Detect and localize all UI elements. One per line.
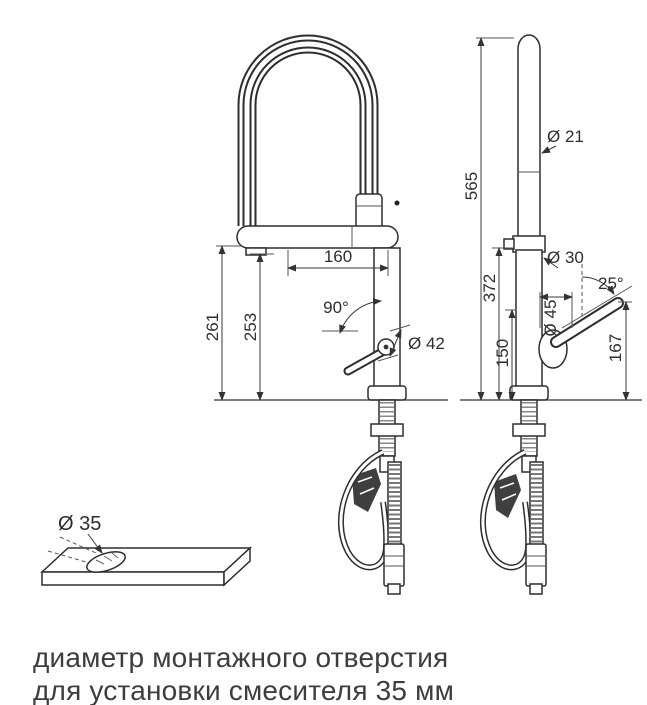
side-under-deck-hardware xyxy=(479,399,547,595)
release-button xyxy=(394,200,400,206)
dim-dia-42: Ø 42 xyxy=(408,334,445,353)
mounting-clip-front xyxy=(352,468,381,512)
base-flange-side xyxy=(509,385,549,401)
spout-outlet xyxy=(245,247,267,256)
dim-dia-30: Ø 30 xyxy=(547,248,584,267)
hose-connector-side xyxy=(525,543,547,587)
dim-261: 261 xyxy=(203,313,222,341)
spout-tube-side xyxy=(517,34,541,241)
ribbed-hose-front xyxy=(387,461,402,555)
dim-angle-90: 90° xyxy=(323,298,349,317)
front-view-faucet xyxy=(236,34,407,401)
dim-253: 253 xyxy=(241,313,260,341)
front-view-dimensions: 160 90° Ø 42 253 261 xyxy=(203,245,445,401)
mounting-nut-front xyxy=(370,423,404,437)
spring-hose-arch xyxy=(237,34,379,226)
dim-167: 167 xyxy=(606,334,625,362)
countertop-front-face xyxy=(41,571,225,586)
mounting-hole xyxy=(86,551,126,573)
dim-372: 372 xyxy=(480,274,499,302)
side-view-faucet xyxy=(503,34,624,401)
faucet-body-side xyxy=(515,249,543,389)
supply-hose-front xyxy=(337,449,390,571)
mounting-clip-side xyxy=(494,474,521,518)
front-under-deck-hardware xyxy=(337,399,405,595)
outlet-notch xyxy=(503,238,515,250)
side-view-dimensions: Ø 21 565 372 150 Ø 30 Ø 45 25° 167 xyxy=(462,37,633,401)
handle-lever-side xyxy=(538,297,624,369)
ribbed-hose-side xyxy=(529,461,544,555)
dim-150: 150 xyxy=(493,339,512,367)
dim-160: 160 xyxy=(324,247,352,266)
dim-dia-45: Ø 45 xyxy=(541,300,560,337)
dim-dia-35: Ø 35 xyxy=(58,513,101,535)
caption: диаметр монтажного отверстия для установ… xyxy=(33,641,454,705)
caption-line-2: для установки смесителя 35 мм xyxy=(33,675,455,705)
spray-head xyxy=(355,193,383,231)
dim-565: 565 xyxy=(462,172,481,200)
countertop-top-face xyxy=(40,547,252,573)
spout-arm xyxy=(236,225,399,249)
caption-line-1: диаметр монтажного отверстия xyxy=(33,642,449,673)
hose-connector-front xyxy=(383,543,405,587)
countertop-side-face xyxy=(223,546,251,587)
base-flange-front xyxy=(367,385,407,401)
faucet-body-front xyxy=(373,247,401,389)
countertop-hole-detail: Ø 35 xyxy=(40,513,252,587)
dim-angle-25: 25° xyxy=(598,274,624,293)
dim-dia-21: Ø 21 xyxy=(547,127,584,146)
mounting-nut-side xyxy=(512,423,546,437)
supply-hose-side xyxy=(479,449,532,571)
